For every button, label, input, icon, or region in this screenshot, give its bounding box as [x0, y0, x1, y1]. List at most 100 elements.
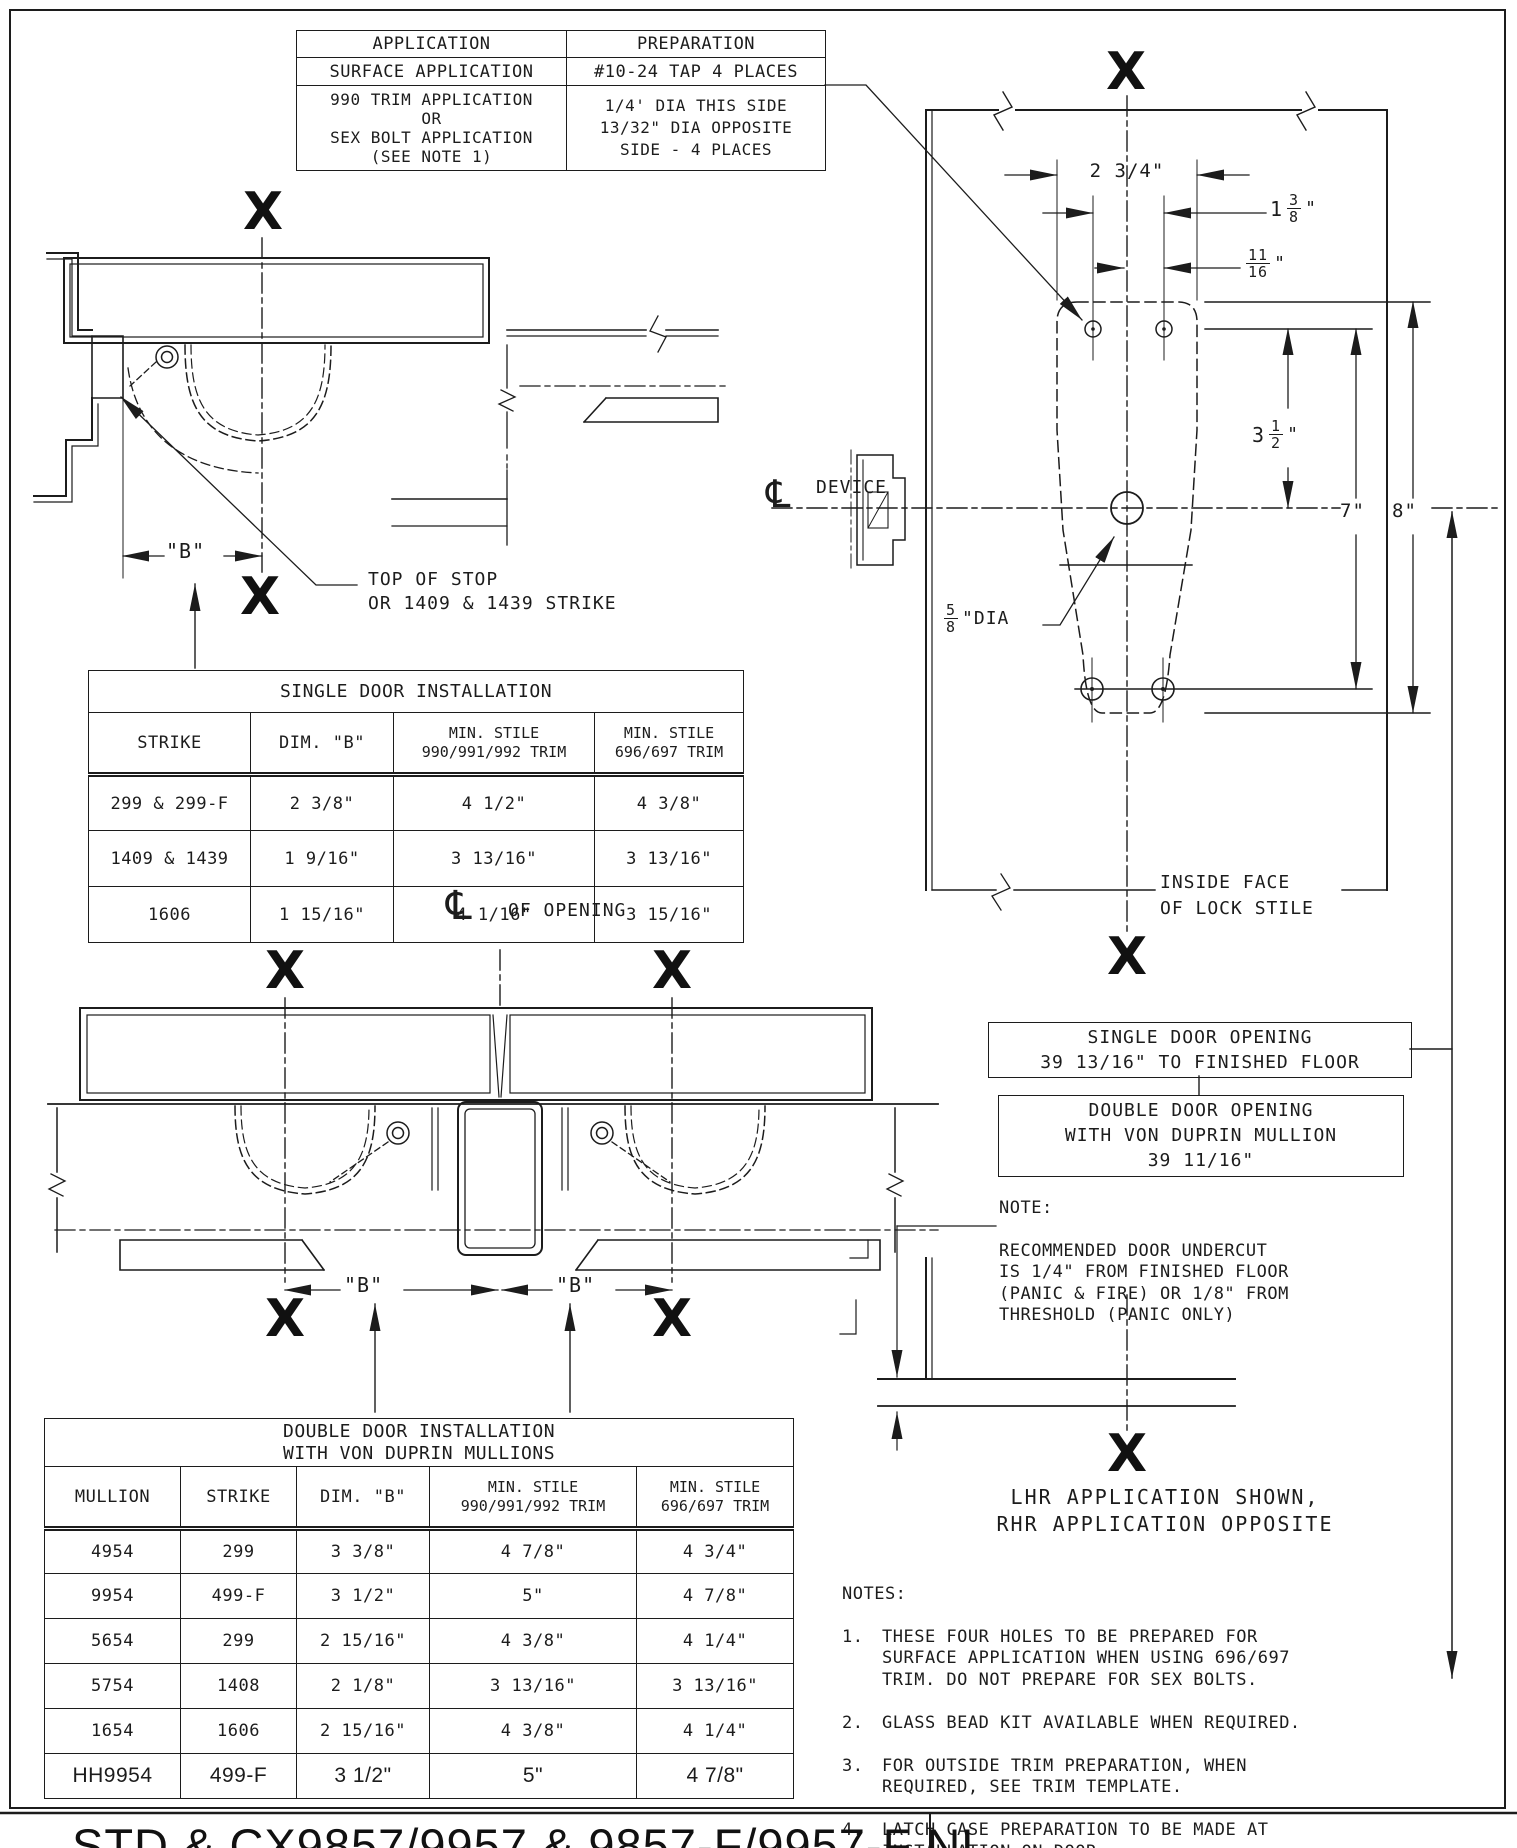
dim-unit: " — [1305, 198, 1317, 219]
double-door-opening-box: DOUBLE DOOR OPENING WITH VON DUPRIN MULL… — [998, 1095, 1404, 1177]
table-cell: 4 7/8" — [635, 1753, 795, 1799]
table-cell: 299 & 299-F — [88, 774, 251, 831]
dim-unit: " — [1287, 424, 1299, 445]
table-cell: 5654 — [44, 1618, 181, 1664]
table-header: MIN. STILE 990/991/992 TRIM — [429, 1466, 637, 1531]
b-dim-label: "B" — [556, 1273, 596, 1297]
inside-face-label: INSIDE FACE OF LOCK STILE — [1160, 872, 1314, 919]
table-header: DIM. "B" — [250, 712, 394, 777]
table-cell: 1408 — [180, 1663, 297, 1709]
notes-list: NOTES: 1.THESE FOUR HOLES TO BE PREPARED… — [842, 1562, 1482, 1848]
table-row: HH9954 499-F 3 1/2" 5" 4 7/8" — [44, 1753, 795, 1799]
top-of-stop-leader — [120, 396, 358, 586]
note-item: 1.THESE FOUR HOLES TO BE PREPARED FOR SU… — [842, 1626, 1290, 1690]
table-cell: #10-24 TAP 4 PLACES — [566, 57, 826, 86]
undercut-note: NOTE: RECOMMENDED DOOR UNDERCUT IS 1/4" … — [999, 1176, 1289, 1327]
dim-whole: 1 — [1270, 196, 1284, 221]
table-cell: 1/4' DIA THIS SIDE 13/32" DIA OPPOSITE S… — [566, 85, 826, 171]
preparation-leader — [824, 84, 1083, 321]
table-cell: 2 15/16" — [296, 1708, 430, 1754]
device-label: DEVICE — [816, 477, 888, 498]
table-cell: 299 — [180, 1618, 297, 1664]
table-header: MULLION — [44, 1466, 181, 1531]
table-cell: 4 3/8" — [429, 1708, 637, 1754]
notes-heading: NOTES: — [842, 1583, 907, 1604]
table-header: STRIKE — [180, 1466, 297, 1531]
plan-view-double-door — [47, 949, 939, 1413]
table-cell: 4 3/8" — [429, 1618, 637, 1664]
table-row: 1654 1606 2 15/16" 4 3/8" 4 1/4" — [44, 1708, 795, 1754]
dim-8in: 8" — [1392, 500, 1417, 522]
table-row: 5654 299 2 15/16" 4 3/8" 4 1/4" — [44, 1618, 795, 1664]
table-cell: 299 — [180, 1528, 297, 1574]
table-cell: 3 13/16" — [429, 1663, 637, 1709]
plan-view-single-door — [33, 237, 731, 669]
table-cell: 3 15/16" — [593, 886, 745, 943]
x-marker: X — [1106, 927, 1148, 987]
b-dim-label: "B" — [344, 1273, 384, 1297]
dim-whole: 3 — [1252, 422, 1266, 447]
table-cell: 2 15/16" — [296, 1618, 430, 1664]
table-cell: 3 13/16" — [593, 830, 745, 887]
table-cell: 2 3/8" — [250, 774, 394, 831]
x-marker: X — [264, 1289, 306, 1349]
table-cell: 499-F — [180, 1753, 297, 1799]
table-title: DOUBLE DOOR INSTALLATION WITH VON DUPRIN… — [43, 1418, 795, 1467]
table-cell: 1 9/16" — [250, 830, 394, 887]
table-cell: 4 1/4" — [635, 1708, 795, 1754]
elevation-lock-stile — [771, 84, 1501, 933]
dim-2-3-4: 2 3/4" — [1089, 160, 1165, 182]
x-marker: X — [1106, 1424, 1148, 1484]
table-cell: 3 1/2" — [296, 1753, 430, 1799]
table-cell: 1654 — [44, 1708, 181, 1754]
table-row: 1606 1 15/16" 4 1/16" 3 15/16" — [88, 886, 745, 943]
dia-leader — [1042, 536, 1115, 626]
table-cell: 1606 — [88, 886, 251, 943]
note-item: 2.GLASS BEAD KIT AVAILABLE WHEN REQUIRED… — [842, 1712, 1301, 1733]
table-header: DIM. "B" — [296, 1466, 430, 1531]
table-header: APPLICATION — [296, 30, 567, 58]
table-title: SINGLE DOOR INSTALLATION — [87, 670, 745, 713]
sheet-border — [0, 9, 1517, 1848]
application-preparation-table: APPLICATION PREPARATION SURFACE APPLICAT… — [296, 30, 826, 171]
floor-undercut-detail — [839, 1225, 1236, 1451]
note-body: RECOMMENDED DOOR UNDERCUT IS 1/4" FROM F… — [999, 1240, 1289, 1326]
single-door-opening-box: SINGLE DOOR OPENING 39 13/16" TO FINISHE… — [988, 1022, 1412, 1078]
table-cell: SURFACE APPLICATION — [296, 57, 567, 86]
table-header: MIN. STILE 696/697 TRIM — [593, 712, 745, 777]
table-row: 299 & 299-F 2 3/8" 4 1/2" 4 3/8" — [88, 774, 745, 831]
table-cell: 499-F — [180, 1573, 297, 1619]
note-heading: NOTE: — [999, 1197, 1053, 1218]
table-header: MIN. STILE 990/991/992 TRIM — [393, 712, 595, 777]
table-cell: 990 TRIM APPLICATION OR SEX BOLT APPLICA… — [296, 85, 567, 171]
table-cell: 3 13/16" — [635, 1663, 795, 1709]
x-marker: X — [242, 182, 284, 242]
dim-7in: 7" — [1340, 500, 1365, 522]
b-dim-label: "B" — [166, 539, 206, 563]
table-cell: 5754 — [44, 1663, 181, 1709]
table-cell: 4 7/8" — [635, 1573, 795, 1619]
table-cell: 5" — [429, 1573, 637, 1619]
table-cell: 4 1/4" — [635, 1618, 795, 1664]
double-door-installation-table: DOUBLE DOOR INSTALLATION WITH VON DUPRIN… — [43, 1418, 795, 1799]
five-eighths-hole — [1110, 491, 1144, 525]
table-row: 9954 499-F 3 1/2" 5" 4 7/8" — [44, 1573, 795, 1619]
callout-connectors — [1198, 511, 1458, 1679]
x-marker: X — [651, 941, 693, 1001]
table-cell: 4 1/2" — [393, 774, 595, 831]
table-row: 1409 & 1439 1 9/16" 3 13/16" 3 13/16" — [88, 830, 745, 887]
handing-note: LHR APPLICATION SHOWN, RHR APPLICATION O… — [996, 1485, 1334, 1536]
top-of-stop-label: TOP OF STOP OR 1409 & 1439 STRIKE — [368, 569, 617, 614]
x-marker: X — [651, 1289, 693, 1349]
table-cell: 3 3/8" — [296, 1528, 430, 1574]
x-marker: X — [239, 567, 281, 627]
single-door-installation-table: SINGLE DOOR INSTALLATION STRIKE DIM. "B"… — [87, 670, 745, 943]
centerline-icon: ℄ — [766, 472, 791, 516]
